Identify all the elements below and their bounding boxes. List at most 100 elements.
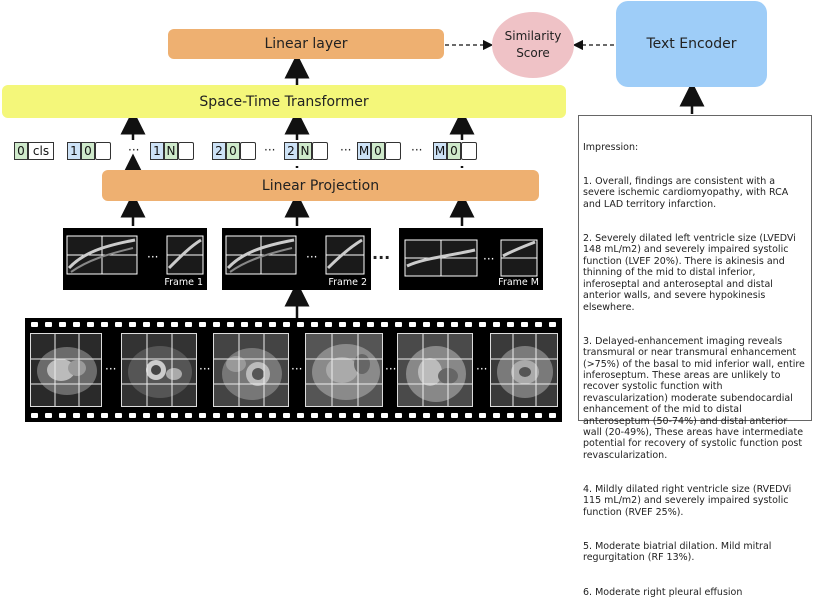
film-strip: ··· ··· ··· ··· bbox=[25, 318, 562, 422]
film-sprocket-hole bbox=[171, 413, 178, 418]
film-sprocket-hole bbox=[115, 322, 122, 327]
film-sprocket-hole bbox=[87, 322, 94, 327]
mri-slice-4 bbox=[305, 333, 383, 407]
film-sprocket-hole bbox=[507, 322, 514, 327]
token-m-n: M 0 bbox=[433, 142, 477, 160]
mri-slice-1 bbox=[30, 333, 102, 407]
film-sprocket-hole bbox=[283, 322, 290, 327]
impression-item: 5. Moderate biatrial dilation. Mild mitr… bbox=[583, 541, 775, 564]
film-sprocket-hole bbox=[479, 413, 486, 418]
film-sprocket-hole bbox=[465, 322, 472, 327]
token-1-n: 1 N bbox=[150, 142, 194, 160]
film-ellipsis: ··· bbox=[385, 362, 397, 376]
similarity-label-line2: Score bbox=[516, 46, 550, 60]
film-sprocket-hole bbox=[143, 413, 150, 418]
text-encoder-block: Text Encoder bbox=[616, 1, 767, 87]
film-sprocket-hole bbox=[311, 322, 318, 327]
film-sprocket-hole bbox=[521, 413, 528, 418]
token-position: cls bbox=[28, 142, 54, 160]
frame-2: ··· Frame 2 bbox=[222, 228, 371, 290]
film-sprocket-hole bbox=[31, 413, 38, 418]
film-sprocket-hole bbox=[129, 322, 136, 327]
film-sprocket-hole bbox=[325, 322, 332, 327]
frame-m-label: Frame M bbox=[498, 277, 539, 288]
impression-item: 4. Mildly dilated right ventricle size (… bbox=[583, 484, 795, 518]
film-sprocket-hole bbox=[409, 413, 416, 418]
film-ellipsis: ··· bbox=[199, 362, 211, 376]
film-sprocket-hole bbox=[283, 413, 290, 418]
film-sprocket-hole bbox=[493, 322, 500, 327]
mri-slice-6 bbox=[490, 333, 558, 407]
film-sprocket-hole bbox=[423, 413, 430, 418]
film-sprocket-hole bbox=[535, 413, 542, 418]
frame-ellipsis: ··· bbox=[306, 250, 318, 264]
film-sprocket-hole bbox=[339, 322, 346, 327]
film-sprocket-hole bbox=[367, 322, 374, 327]
token-index: 2 bbox=[284, 142, 298, 160]
film-sprocket-hole bbox=[479, 322, 486, 327]
similarity-label-line1: Similarity bbox=[504, 29, 562, 43]
film-sprocket-hole bbox=[199, 413, 206, 418]
film-sprocket-hole bbox=[465, 413, 472, 418]
frame-2-patches bbox=[225, 235, 365, 275]
frame-2-label: Frame 2 bbox=[328, 277, 367, 288]
film-sprocket-hole bbox=[493, 413, 500, 418]
similarity-score-node: Similarity Score bbox=[492, 12, 574, 78]
token-embedding bbox=[385, 142, 401, 160]
film-sprocket-hole bbox=[157, 413, 164, 418]
frames-ellipsis: ··· bbox=[372, 248, 391, 267]
linear-projection-label: Linear Projection bbox=[261, 177, 380, 194]
film-sprocket-hole bbox=[213, 322, 220, 327]
transformer-label: Space-Time Transformer bbox=[199, 93, 369, 110]
impression-item: 2. Severely dilated left ventricle size … bbox=[583, 233, 799, 313]
film-sprocket-hole bbox=[101, 413, 108, 418]
film-sprocket-hole bbox=[269, 322, 276, 327]
token-position: N bbox=[298, 142, 312, 160]
film-sprocket-hole bbox=[381, 413, 388, 418]
film-ellipsis: ··· bbox=[105, 362, 117, 376]
film-sprocket-hole bbox=[437, 413, 444, 418]
token-position: N bbox=[164, 142, 178, 160]
film-sprocket-hole bbox=[59, 413, 66, 418]
film-sprocket-hole bbox=[353, 322, 360, 327]
token-embedding bbox=[312, 142, 328, 160]
token-2-0: 2 0 bbox=[212, 142, 256, 160]
token-2-n: 2 N bbox=[284, 142, 328, 160]
film-sprocket-hole bbox=[423, 322, 430, 327]
film-sprocket-hole bbox=[339, 413, 346, 418]
film-sprocket-hole bbox=[507, 413, 514, 418]
film-sprocket-hole bbox=[549, 322, 556, 327]
film-sprocket-hole bbox=[451, 322, 458, 327]
token-index: 1 bbox=[150, 142, 164, 160]
frame-1: ··· Frame 1 bbox=[63, 228, 207, 290]
frame-m-patches bbox=[404, 239, 538, 277]
frame-m: ··· Frame M bbox=[399, 228, 543, 290]
impression-item: 1. Overall, findings are consistent with… bbox=[583, 176, 792, 210]
film-sprocket-hole bbox=[521, 322, 528, 327]
film-sprocket-hole bbox=[353, 413, 360, 418]
film-sprocket-hole bbox=[185, 322, 192, 327]
token-cls: 0 cls bbox=[14, 142, 54, 160]
film-sprocket-hole bbox=[241, 413, 248, 418]
film-sprocket-hole bbox=[185, 413, 192, 418]
film-sprocket-hole bbox=[45, 322, 52, 327]
frame-ellipsis: ··· bbox=[147, 250, 159, 264]
film-sprocket-hole bbox=[437, 322, 444, 327]
linear-projection-block: Linear Projection bbox=[102, 170, 539, 201]
linear-layer-label: Linear layer bbox=[264, 36, 348, 52]
token-ellipsis: ··· bbox=[264, 143, 276, 157]
token-ellipsis: ··· bbox=[128, 143, 140, 157]
frame-1-label: Frame 1 bbox=[164, 277, 203, 288]
film-ellipsis: ··· bbox=[476, 362, 488, 376]
film-sprocket-hole bbox=[73, 322, 80, 327]
impression-item: 3. Delayed-enhancement imaging reveals t… bbox=[583, 335, 808, 461]
film-sprocket-hole bbox=[297, 413, 304, 418]
frame-1-patches bbox=[66, 235, 204, 275]
token-index: 0 bbox=[14, 142, 28, 160]
film-sprocket-hole bbox=[115, 413, 122, 418]
token-position: 0 bbox=[226, 142, 240, 160]
mri-slice-3 bbox=[213, 333, 289, 407]
token-m-0: M 0 bbox=[357, 142, 401, 160]
transformer-block: Space-Time Transformer bbox=[2, 85, 566, 118]
token-index: 1 bbox=[67, 142, 81, 160]
